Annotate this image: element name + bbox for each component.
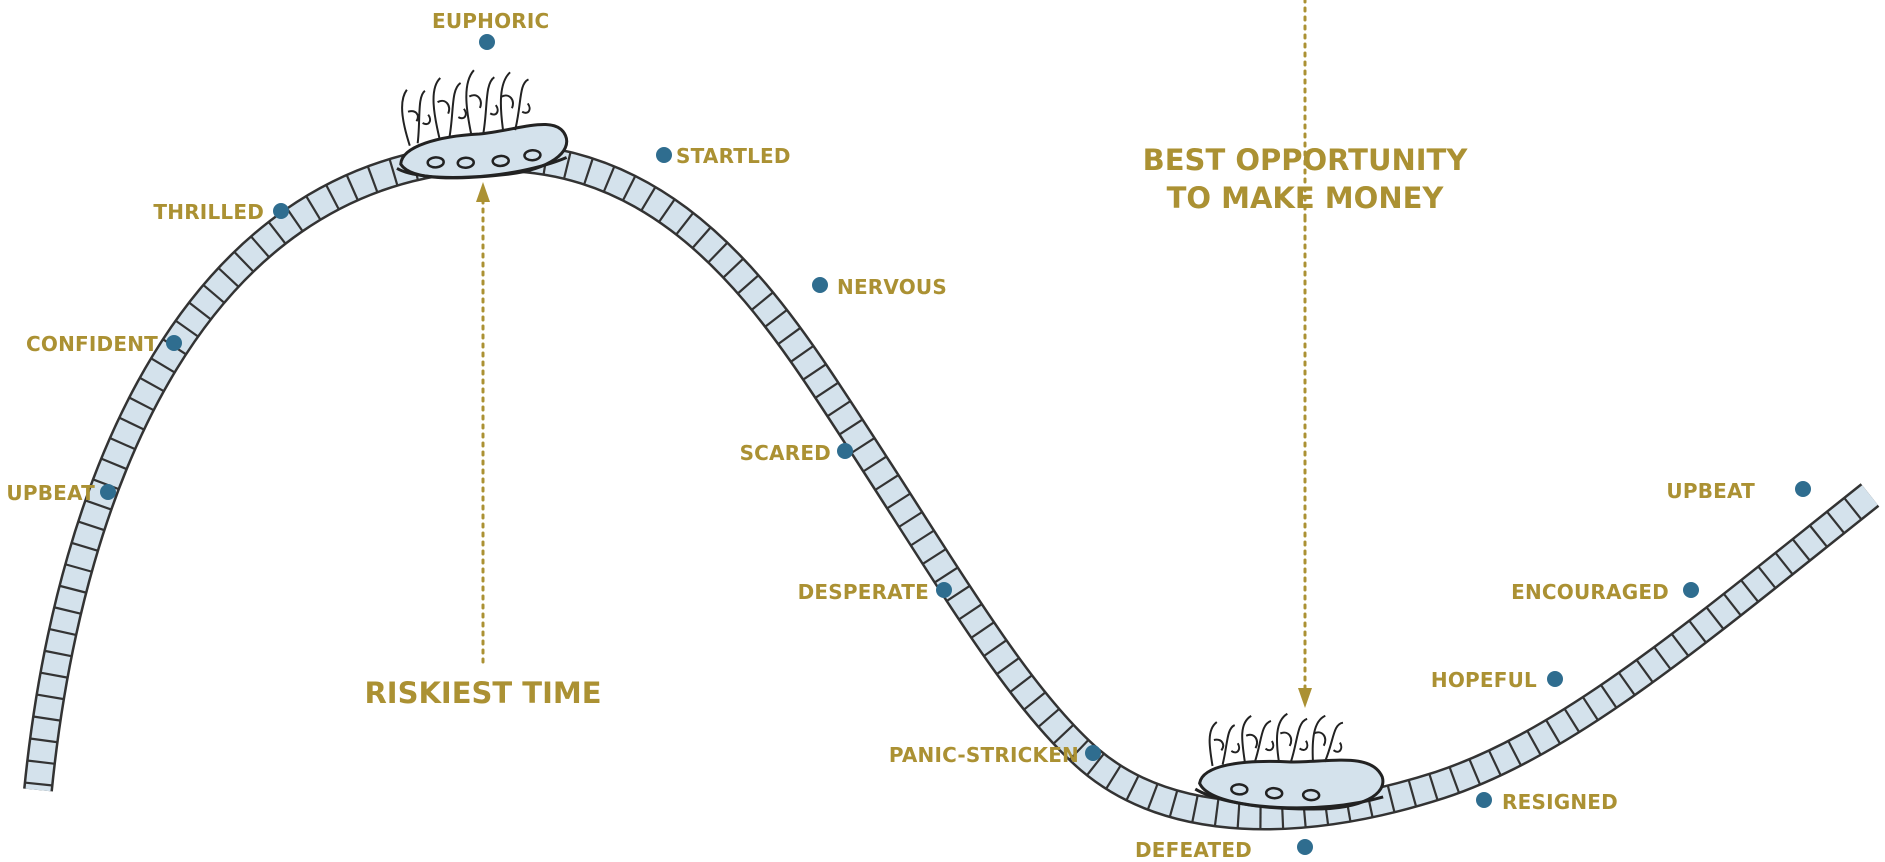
coaster-car-top: [392, 66, 568, 182]
marker-upbeat-left: [100, 484, 116, 500]
label-startled: STARTLED: [676, 146, 791, 166]
label-hopeful: HOPEFUL: [1431, 670, 1537, 690]
riskiest-arrow: [476, 182, 490, 662]
best-opportunity-arrow: [1298, 0, 1312, 708]
label-upbeat-right: UPBEAT: [1666, 481, 1755, 501]
coaster-car-bottom: [1195, 709, 1388, 813]
label-thrilled: THRILLED: [153, 202, 264, 222]
marker-upbeat-right: [1795, 481, 1811, 497]
marker-startled: [656, 147, 672, 163]
best-opportunity-line-1: BEST OPPORTUNITY: [1105, 142, 1505, 180]
marker-panic-stricken: [1085, 745, 1101, 761]
label-encouraged: ENCOURAGED: [1511, 582, 1669, 602]
label-panic-stricken: PANIC-STRICKEN: [889, 745, 1079, 765]
label-resigned: RESIGNED: [1502, 792, 1618, 812]
best-opportunity-line-2: TO MAKE MONEY: [1105, 180, 1505, 218]
marker-nervous: [812, 277, 828, 293]
riskiest-time-callout: RISKIEST TIME: [333, 675, 633, 713]
marker-desperate: [936, 582, 952, 598]
marker-hopeful: [1547, 671, 1563, 687]
label-desperate: DESPERATE: [798, 582, 929, 602]
label-upbeat-left: UPBEAT: [6, 483, 95, 503]
marker-resigned: [1476, 792, 1492, 808]
best-opportunity-callout: BEST OPPORTUNITY TO MAKE MONEY: [1105, 142, 1505, 217]
marker-confident: [166, 335, 182, 351]
marker-defeated: [1297, 839, 1313, 855]
label-scared: SCARED: [740, 443, 831, 463]
marker-euphoric: [479, 34, 495, 50]
marker-thrilled: [273, 203, 289, 219]
label-confident: CONFIDENT: [26, 334, 158, 354]
label-euphoric: EUPHORIC: [432, 11, 549, 31]
marker-scared: [837, 443, 853, 459]
label-nervous: NERVOUS: [837, 277, 947, 297]
track-ties: [26, 144, 1870, 828]
label-defeated: DEFEATED: [1135, 840, 1252, 860]
marker-encouraged: [1683, 582, 1699, 598]
